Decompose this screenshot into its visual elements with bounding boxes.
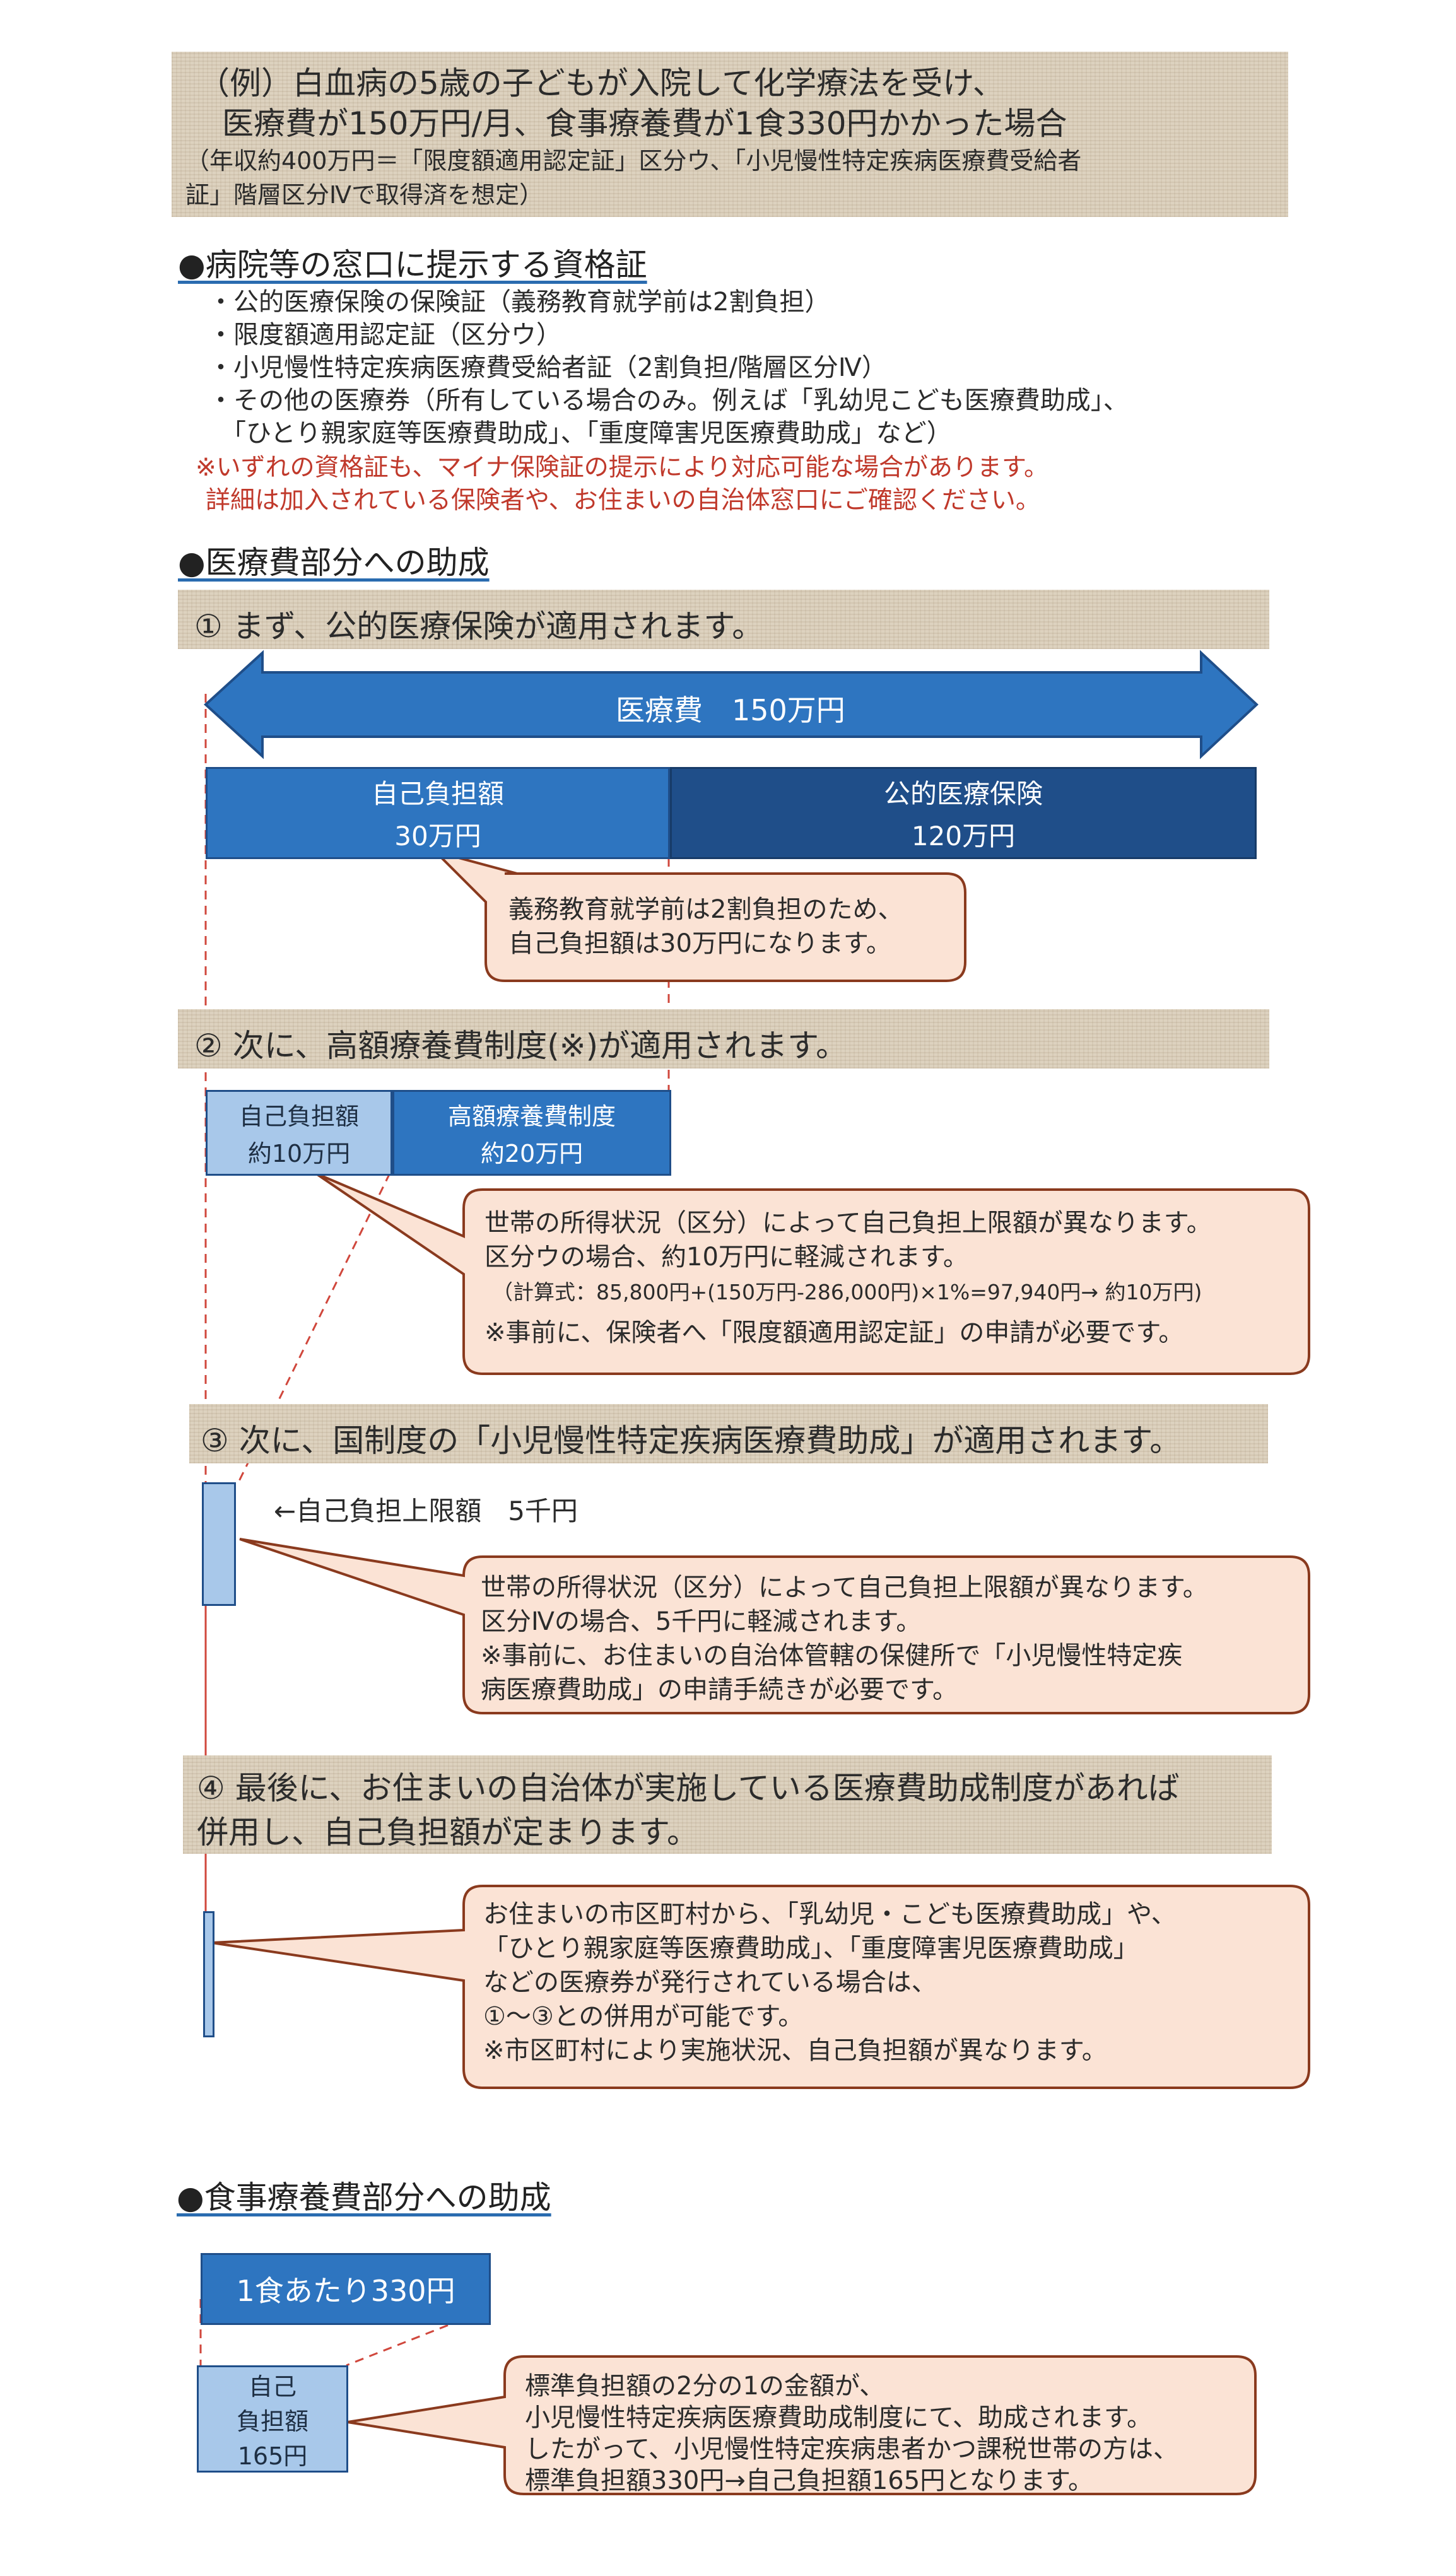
- self-pay-30man-amount: 30万円: [394, 821, 481, 852]
- self-pay-final-box: [203, 1911, 214, 2037]
- bubble-step1-line2: 自己負担額は30万円になります。: [508, 929, 891, 958]
- bubble-step2-line2: 区分ウの場合、約10万円に軽減されます。: [484, 1243, 968, 1272]
- bubble-meal-line1: 標準負担額の2分の1の金額が、: [525, 2372, 885, 2401]
- meal-self-pay-line2: 負担額: [236, 2407, 308, 2435]
- bubble-step4-line3: などの医療券が発行されている場合は、: [483, 1968, 937, 1997]
- bubble-step4-line5: ※市区町村により実施状況、自己負担額が異なります。: [483, 2036, 1107, 2065]
- bubble-meal-line3: したがって、小児慢性特定疾病患者かつ課税世帯の方は、: [525, 2435, 1178, 2464]
- qualification-heading: ●病院等の窓口に提示する資格証: [178, 247, 647, 283]
- per-meal-label: 1食あたり330円: [236, 2274, 455, 2308]
- intro-line-3: （年収約400万円＝「限度額適用認定証」区分ウ、「小児慢性特定疾病医療費受給者: [185, 147, 1082, 175]
- qualification-item-4: ・その他の医療券（所有している場合のみ。例えば「乳幼児こども医療費助成」、: [208, 386, 1129, 415]
- step2-title: ② 次に、高額療養費制度(※)が適用されます。: [194, 1027, 848, 1064]
- high-cost-label: 高額療養費制度: [447, 1103, 616, 1130]
- qualification-item-3: ・小児慢性特定疾病医療費受給者証（2割負担/階層区分Ⅳ）: [208, 353, 887, 382]
- meal-heading: ●食事療養費部分への助成: [177, 2179, 551, 2216]
- self-pay-10man-amount: 約10万円: [247, 1140, 351, 1168]
- medical-cost-label: 医療費 150万円: [616, 693, 845, 727]
- qualification-note-2: 詳細は加入されている保険者や、お住まいの自治体窓口にご確認ください。: [206, 486, 1040, 515]
- step4-title-line1: ④ 最後に、お住まいの自治体が実施している医療費助成制度があれば: [197, 1770, 1180, 1806]
- intro-line-4: 証」階層区分Ⅳで取得済を想定）: [185, 181, 544, 209]
- medical-cost-arrow: [204, 650, 1259, 759]
- high-cost-amount: 約20万円: [480, 1140, 584, 1168]
- bubble-step2-line4: ※事前に、保険者へ「限度額適用認定証」の申請が必要です。: [484, 1318, 1184, 1347]
- step1-banner: ① まず、公的医療保険が適用されます。: [178, 590, 1269, 649]
- step1-title: ① まず、公的医療保険が適用されます。: [194, 608, 764, 645]
- bubble-step3-line2: 区分Ⅳの場合、5千円に軽減されます。: [481, 1607, 922, 1636]
- bubble-step2-line1: 世帯の所得状況（区分）によって自己負担上限額が異なります。: [484, 1209, 1212, 1238]
- bubble-step3-line3: ※事前に、お住まいの自治体管轄の保健所で「小児慢性特定疾: [481, 1641, 1183, 1670]
- bubble-step4: [211, 1885, 1310, 2089]
- step2-banner: ② 次に、高額療養費制度(※)が適用されます。: [178, 1009, 1269, 1068]
- bubble-step3-line4: 病医療費助成」の申請手続きが必要です。: [481, 1675, 958, 1704]
- bubble-step4-line2: 「ひとり親家庭等医療費助成」、「重度障害児医療費助成」: [483, 1934, 1139, 1963]
- dashed-guide-meal: [346, 2307, 491, 2367]
- qualification-item-1: ・公的医療保険の保険証（義務教育就学前は2割負担）: [208, 288, 830, 317]
- self-pay-10man-box: 自己負担額 約10万円: [206, 1090, 392, 1176]
- meal-self-pay-box: 自己 負担額 165円: [197, 2365, 348, 2473]
- high-cost-box: 高額療養費制度 約20万円: [392, 1090, 671, 1176]
- bubble-meal-line4: 標準負担額330円→自己負担額165円となります。: [525, 2466, 1094, 2495]
- bubble-step4-line4: ①～③との併用が可能です。: [483, 2002, 804, 2031]
- public-insurance-amount: 120万円: [911, 821, 1016, 852]
- self-pay-30man-box: 自己負担額 30万円: [206, 767, 670, 859]
- per-meal-box: 1食あたり330円: [201, 2253, 491, 2325]
- medical-heading: ●医療費部分への助成: [178, 544, 490, 581]
- step3-banner: ③ 次に、国制度の「小児慢性特定疾病医療費助成」が適用されます。: [189, 1404, 1268, 1463]
- intro-line-1: （例）白血病の5歳の子どもが入院して化学療法を受け、: [198, 65, 1004, 102]
- public-insurance-label: 公的医療保険: [883, 778, 1043, 809]
- intro-line-2: 医療費が150万円/月、食事療養費が1食330円かかった場合: [222, 105, 1067, 142]
- bubble-step3-line1: 世帯の所得状況（区分）によって自己負担上限額が異なります。: [481, 1573, 1208, 1602]
- bubble-meal: [347, 2355, 1257, 2495]
- qualification-item-2: ・限度額適用認定証（区分ウ）: [208, 320, 561, 349]
- public-insurance-box: 公的医療保険 120万円: [670, 767, 1257, 859]
- self-pay-5sen-box: [202, 1482, 236, 1606]
- self-pay-10man-label: 自己負担額: [238, 1103, 359, 1130]
- bubble-step1: [431, 849, 966, 982]
- step4-banner: ④ 最後に、お住まいの自治体が実施している医療費助成制度があれば 併用し、自己負…: [183, 1755, 1272, 1854]
- step3-title: ③ 次に、国制度の「小児慢性特定疾病医療費助成」が適用されます。: [201, 1422, 1182, 1459]
- intro-box: （例）白血病の5歳の子どもが入院して化学療法を受け、 医療費が150万円/月、食…: [172, 52, 1288, 217]
- meal-self-pay-line3: 165円: [237, 2442, 308, 2470]
- bubble-step2: [314, 1172, 1310, 1375]
- bubble-step2-line3: （計算式：85,800円+(150万円-286,000円)×1%=97,940円…: [492, 1280, 1202, 1304]
- self-pay-30man-label: 自己負担額: [371, 778, 504, 809]
- dashed-guide-10man: [237, 1173, 391, 1483]
- limit-5sen-label: ←自己負担上限額 5千円: [274, 1496, 578, 1526]
- meal-self-pay-line1: 自己: [248, 2372, 296, 2401]
- qualification-item-5: 「ひとり親家庭等医療費助成」、「重度障害児医療費助成」など）: [208, 419, 952, 448]
- bubble-step1-line1: 義務教育就学前は2割負担のため、: [508, 895, 903, 924]
- qualification-note-1: ※いずれの資格証も、マイナ保険証の提示により対応可能な場合があります。: [196, 454, 1049, 482]
- bubble-step4-line1: お住まいの市区町村から、「乳幼児・こども医療費助成」や、: [483, 1900, 1177, 1929]
- step4-title-line2: 併用し、自己負担額が定まります。: [197, 1814, 698, 1851]
- bubble-meal-line2: 小児慢性特定疾病医療費助成制度にて、助成されます。: [525, 2403, 1152, 2432]
- bubble-step3: [239, 1538, 1310, 1714]
